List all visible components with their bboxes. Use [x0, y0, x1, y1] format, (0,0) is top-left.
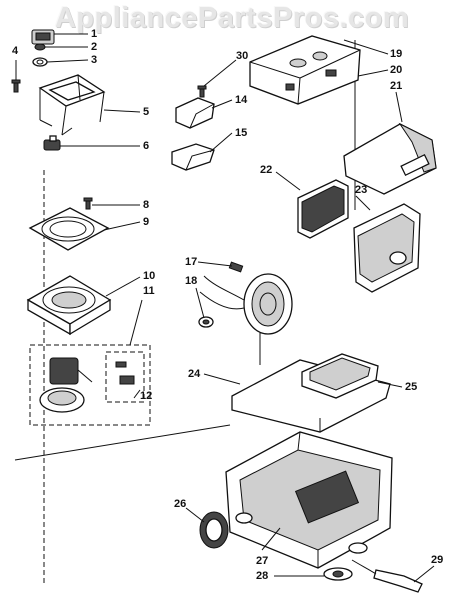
leader-5 — [103, 109, 141, 113]
part-21-lid — [343, 122, 437, 195]
part-6-switch — [43, 135, 61, 151]
part-5-bracket — [38, 74, 106, 136]
leader-22 — [275, 171, 301, 191]
part-14-latch — [175, 97, 215, 129]
callout-9: 9 — [143, 216, 150, 228]
leader-17 — [197, 261, 233, 267]
leader-30 — [203, 59, 237, 87]
callout-20: 20 — [390, 64, 403, 76]
callout-21: 21 — [390, 80, 403, 92]
callout-25: 25 — [405, 381, 418, 393]
leader-24 — [203, 373, 241, 385]
part-26-wheel — [199, 511, 229, 549]
part-2-washer — [34, 43, 46, 51]
leader-23 — [355, 195, 371, 211]
callout-17: 17 — [185, 256, 198, 268]
part-27-base — [225, 431, 393, 569]
leader-11 — [129, 299, 143, 346]
leader-12 — [133, 389, 141, 399]
leader-9 — [103, 221, 141, 231]
callout-4: 4 — [12, 45, 19, 57]
part-3-ring — [32, 57, 48, 67]
part-30-screw — [197, 85, 207, 98]
part-28-caster — [323, 567, 353, 581]
leader-25 — [377, 381, 403, 388]
part-15-latch — [171, 143, 215, 171]
assembly-line-diagonal — [14, 424, 231, 461]
callout-6: 6 — [143, 140, 150, 152]
part-18-plug — [198, 316, 214, 328]
leader-27 — [261, 527, 281, 551]
part-17-cord-reel — [199, 261, 293, 335]
callout-12: 12 — [140, 390, 153, 402]
part-23-bag — [353, 203, 421, 293]
callout-3: 3 — [91, 54, 98, 66]
callout-19: 19 — [390, 48, 403, 60]
part-11-motor-assembly — [29, 344, 151, 426]
callout-2: 2 — [91, 41, 98, 53]
part-10-motor-mount — [26, 275, 112, 336]
callout-8: 8 — [143, 199, 150, 211]
part-8-screw — [83, 197, 93, 210]
leader-14 — [211, 99, 233, 109]
callout-1: 1 — [91, 28, 98, 40]
leader-10 — [105, 276, 141, 297]
callout-23: 23 — [355, 184, 368, 196]
callout-28: 28 — [256, 570, 269, 582]
callout-10: 10 — [143, 270, 156, 282]
leader-21 — [395, 91, 403, 123]
leader-18 — [195, 287, 205, 319]
leader-15 — [209, 132, 233, 153]
callout-11: 11 — [143, 285, 155, 297]
callout-30: 30 — [236, 50, 249, 62]
callout-24: 24 — [188, 368, 201, 380]
watermark: AppliancePartsPros.com — [54, 2, 410, 34]
part-9-gasket — [28, 207, 110, 251]
part-12-brushes — [105, 351, 145, 403]
leader-29 — [413, 565, 435, 583]
callout-22: 22 — [260, 164, 273, 176]
callout-5: 5 — [143, 106, 150, 118]
callout-14: 14 — [235, 94, 248, 106]
callout-27: 27 — [256, 555, 269, 567]
leader-26 — [185, 507, 205, 523]
callout-26: 26 — [174, 498, 187, 510]
part-22-filter — [297, 179, 349, 239]
part-25-gasket — [301, 353, 379, 399]
part-1-switch-cap — [31, 29, 55, 45]
callout-18: 18 — [185, 275, 198, 287]
leader-20 — [357, 69, 389, 77]
part-19-top-cover — [249, 35, 361, 105]
leader-19 — [343, 39, 389, 55]
callout-15: 15 — [235, 127, 248, 139]
part-4-screw — [11, 79, 21, 93]
callout-29: 29 — [431, 554, 444, 566]
part-29-clip — [351, 559, 423, 593]
leader-3 — [46, 59, 89, 63]
